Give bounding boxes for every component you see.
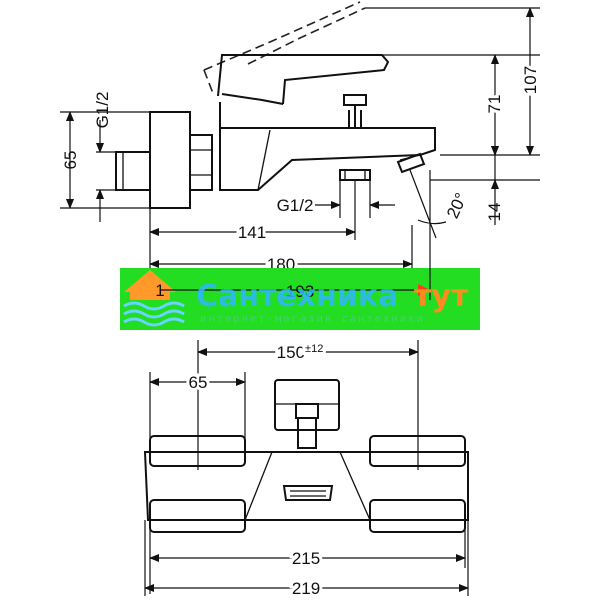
dim-107-label: 107 bbox=[521, 66, 540, 94]
watermark-brand-accent: тут bbox=[414, 279, 469, 314]
lever-swing-outline bbox=[203, 69, 215, 97]
dim-g12-bottom-label: G1/2 bbox=[277, 196, 314, 215]
left-cover-bottom bbox=[149, 499, 246, 533]
dim-150-label: 150±12 bbox=[277, 343, 324, 362]
dim-65-front-label: 65 bbox=[189, 373, 208, 392]
house-logo-icon bbox=[123, 270, 185, 327]
diverter-front bbox=[295, 403, 319, 419]
dim-65-side-label: 65 bbox=[61, 151, 80, 170]
aerator bbox=[396, 152, 426, 174]
side-view: G1/2 65 G1/2 20° 141 180 71 bbox=[60, 1, 543, 300]
dim-215-label: 215 bbox=[292, 549, 320, 568]
dim-14-label: 14 bbox=[485, 203, 504, 222]
dim-71-label: 71 bbox=[485, 95, 504, 114]
dim-141-label: 141 bbox=[238, 223, 266, 242]
lever-front bbox=[274, 379, 340, 431]
mixer-body-edge bbox=[257, 129, 271, 191]
lever-handle bbox=[217, 54, 390, 105]
watermark-brand-main: Сантехника bbox=[196, 279, 398, 314]
mixer-body bbox=[219, 102, 436, 191]
right-cover-bottom bbox=[369, 499, 466, 533]
dim-219-label: 219 bbox=[292, 579, 320, 598]
spout-outlet-front bbox=[282, 485, 334, 501]
watermark: 1 193 Сантехника тут интернет-магазин са… bbox=[120, 240, 480, 330]
lever-swing-outline-top bbox=[203, 1, 361, 71]
diverter-stem-front bbox=[297, 417, 317, 449]
dim-g12-left-label: G1/2 bbox=[93, 92, 112, 129]
front-view: 150±12 65 215 219 bbox=[143, 340, 469, 600]
dim-20deg-label: 20° bbox=[443, 190, 471, 221]
lever-handle-underside bbox=[221, 93, 284, 105]
connection-nut bbox=[189, 134, 213, 191]
diverter-knob-cap bbox=[343, 94, 367, 106]
dim-193-arrow bbox=[418, 284, 430, 296]
watermark-tagline: интернет-магазин сантехники bbox=[200, 313, 425, 325]
wall-flange bbox=[149, 111, 191, 209]
dim-193-label: 193 bbox=[286, 282, 314, 301]
wall-connector bbox=[115, 151, 151, 191]
